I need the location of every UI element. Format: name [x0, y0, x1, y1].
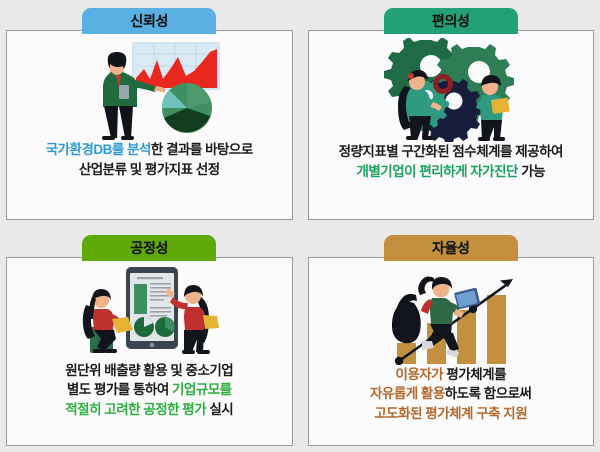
- card-tab-convenience[interactable]: 편의성: [383, 8, 518, 34]
- card-caption-convenience: 정량지표별 구간화된 점수체계를 제공하여 개별기업이 편리하게 자가진단 가능: [309, 142, 594, 219]
- caption-line: 고도화된 평가체계 구축 지원: [374, 404, 527, 424]
- caption-highlight: 자유롭게 활용: [370, 386, 445, 402]
- card-tab-label: 자율성: [431, 239, 470, 256]
- card-body-autonomy: 이용자가 평가체계를 자유롭게 활용하도록 함으로써 고도화된 평가체계 구축 …: [307, 256, 594, 446]
- illustration-presenter-with-area-chart: [74, 38, 224, 140]
- caption-line: 정량지표별 구간화된 점수체계를 제공하여: [338, 142, 564, 162]
- card-tab-label: 공정성: [130, 239, 169, 256]
- card-body-reliability: 국가환경DB를 분석한 결과를 바탕으로 산업분류 및 평가지표 선정: [6, 30, 293, 220]
- caption-line: 이용자가 평가체계를: [395, 365, 506, 385]
- card-body-fairness: 원단위 배출량 활용 및 중소기업 별도 평가를 통하여 기업규모를 적절히 고…: [6, 256, 293, 446]
- card-autonomy: 자율성: [306, 233, 597, 449]
- caption-line: 별도 평가를 통하여 기업규모를: [67, 380, 232, 400]
- caption-highlight: 이용자가: [395, 366, 444, 382]
- caption-plain: 평가체계를: [443, 366, 507, 382]
- caption-plain: 한 결과를 바탕으로: [150, 142, 253, 157]
- caption-plain: 정량지표별 구간화된 점수체계를 제공하여: [338, 144, 564, 159]
- caption-highlight: 기업규모를: [172, 382, 232, 398]
- caption-line: 자유롭게 활용하도록 함으로써: [370, 384, 532, 404]
- caption-line: 산업분류 및 평가지표 선정: [79, 160, 220, 180]
- caption-plain: 가능: [517, 163, 546, 179]
- caption-line: 국가환경DB를 분석한 결과를 바탕으로: [45, 140, 254, 160]
- card-reliability: 신뢰성: [4, 6, 295, 222]
- card-tab-reliability[interactable]: 신뢰성: [82, 8, 217, 34]
- card-tab-label: 편의성: [431, 13, 470, 29]
- card-caption-fairness: 원단위 배출량 활용 및 중소기업 별도 평가를 통하여 기업규모를 적절히 고…: [7, 361, 292, 446]
- illustration-tablet-report-review: [74, 265, 224, 361]
- card-tab-label: 신뢰성: [130, 13, 169, 29]
- caption-highlight: 고도화된 평가체계 구축 지원: [374, 405, 528, 421]
- caption-line: 적절히 고려한 공정한 평가 실시: [65, 400, 233, 420]
- caption-plain: 실시: [206, 401, 234, 417]
- caption-line: 개별기업이 편리하게 자가진단 가능: [356, 162, 545, 182]
- caption-plain: 산업분류 및 평가지표 선정: [78, 161, 220, 177]
- illustration-people-with-gears: [375, 38, 527, 142]
- card-body-convenience: 정량지표별 구간화된 점수체계를 제공하여 개별기업이 편리하게 자가진단 가능: [307, 30, 594, 220]
- caption-plain: 원단위 배출량 활용 및 중소기업: [65, 362, 234, 378]
- caption-highlight: 개별기업이 편리하게 자가진단: [356, 163, 518, 179]
- caption-line: 원단위 배출량 활용 및 중소기업: [65, 361, 233, 381]
- card-caption-reliability: 국가환경DB를 분석한 결과를 바탕으로 산업분류 및 평가지표 선정: [7, 140, 292, 219]
- caption-plain: 별도 평가를 통하여: [66, 382, 172, 398]
- card-convenience: 편의성: [306, 6, 597, 222]
- card-caption-autonomy: 이용자가 평가체계를 자유롭게 활용하도록 함으로써 고도화된 평가체계 구축 …: [309, 365, 594, 446]
- caption-highlight: 국가환경DB를 분석: [45, 142, 152, 157]
- caption-plain: 하도록 함으로써: [444, 386, 532, 402]
- illustration-growth-bars-climber: [375, 265, 527, 365]
- caption-highlight: 적절히 고려한 공정한 평가: [65, 401, 207, 417]
- card-fairness: 공정성: [4, 233, 295, 449]
- card-tab-autonomy[interactable]: 자율성: [383, 234, 518, 261]
- card-tab-fairness[interactable]: 공정성: [82, 234, 217, 261]
